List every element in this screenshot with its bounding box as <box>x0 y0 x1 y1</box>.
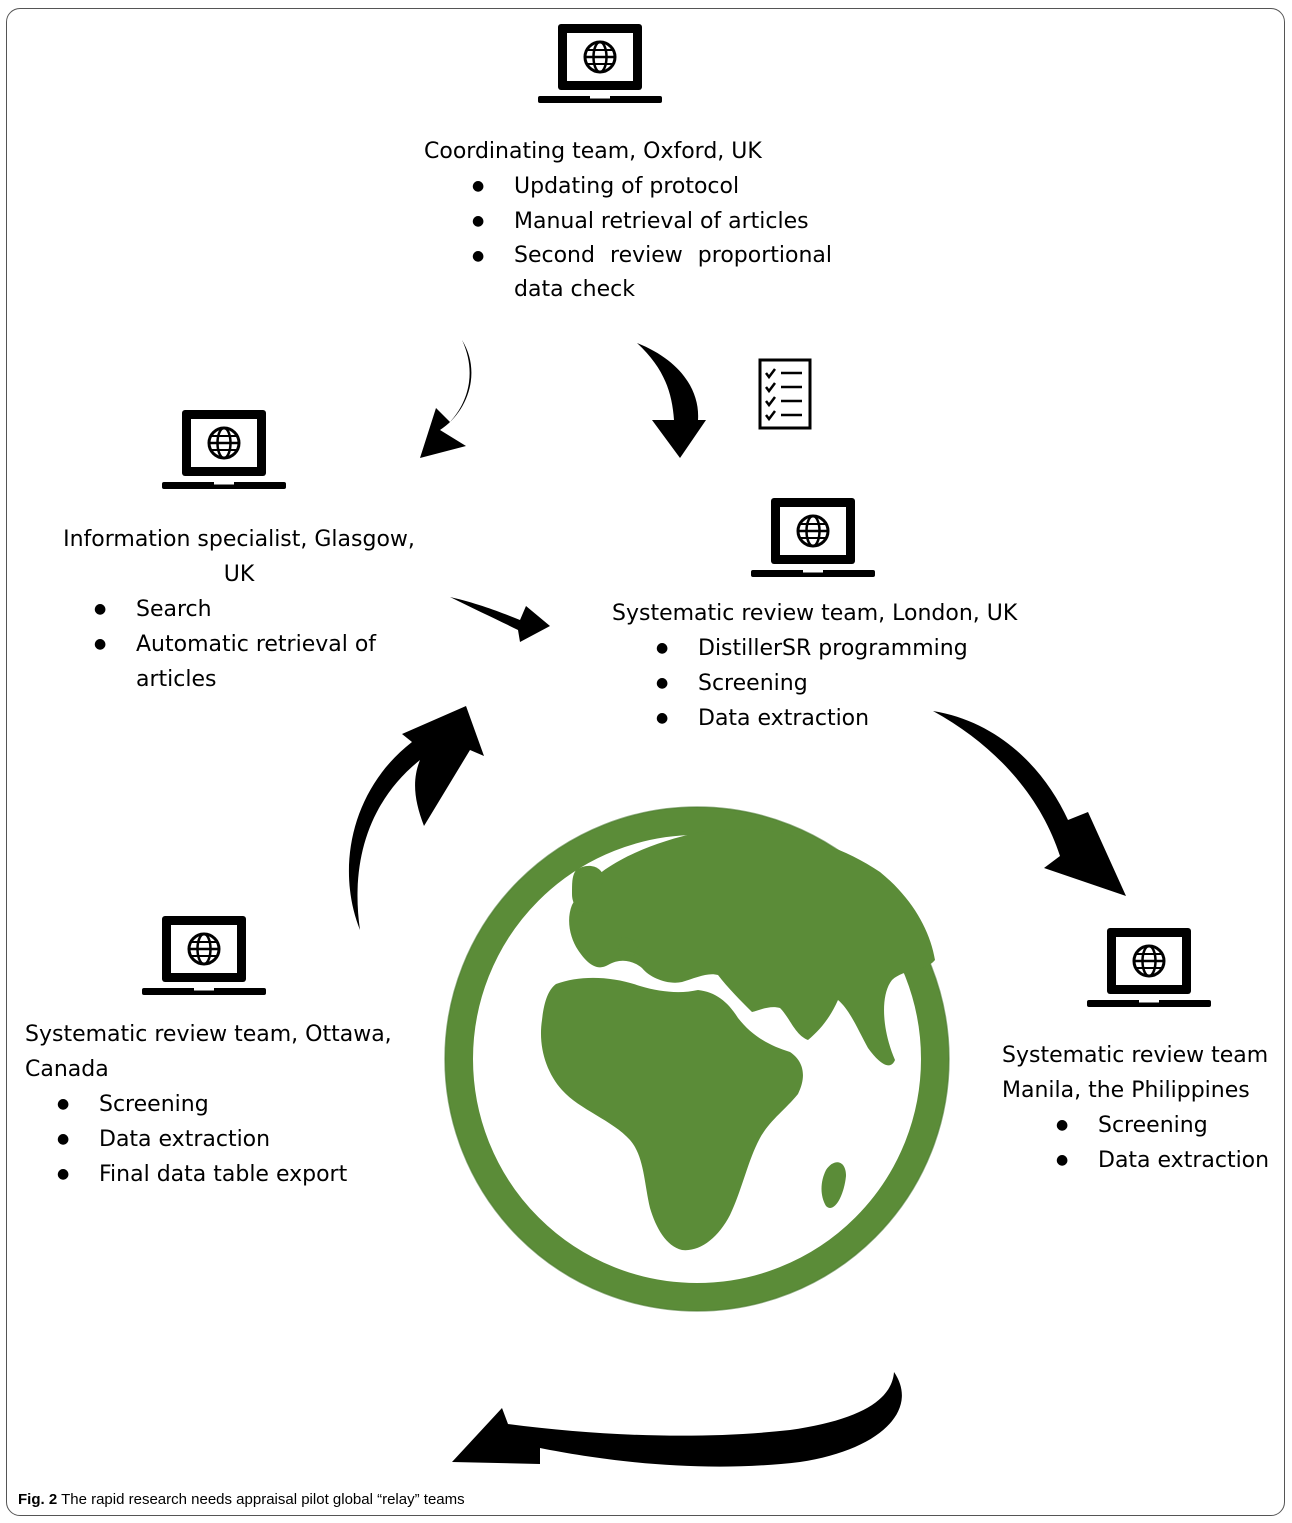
arrow-oxford-to-london <box>637 343 706 458</box>
list-item: Manual retrieval of articles <box>424 204 924 239</box>
laptop-globe-icon-london <box>749 496 877 579</box>
figure-caption-label: Fig. 2 <box>18 1491 58 1508</box>
team-glasgow-title: Information specialist, Glasgow, UK <box>63 527 415 587</box>
list-item: Data extraction <box>9 1122 425 1157</box>
team-london-list: DistillerSR programming Screening Data e… <box>608 631 1052 736</box>
team-ottawa-list: Screening Data extraction Final data tab… <box>9 1087 425 1192</box>
list-item: Screening <box>1008 1108 1282 1143</box>
team-glasgow: Information specialist, Glasgow, UK Sear… <box>50 522 430 697</box>
list-item: Second review proportional data check <box>424 239 832 307</box>
team-oxford-title: Coordinating team, Oxford, UK <box>424 139 762 164</box>
list-item: Screening <box>9 1087 425 1122</box>
team-manila: Systematic review team Manila, the Phili… <box>1002 1038 1282 1178</box>
team-ottawa: Systematic review team, Ottawa, Canada S… <box>25 1017 425 1192</box>
list-item: Search <box>46 592 430 627</box>
team-manila-title: Systematic review team Manila, the Phili… <box>1002 1043 1269 1103</box>
laptop-globe-icon-ottawa <box>140 914 268 997</box>
checklist-icon <box>758 358 812 430</box>
curved-arrows <box>348 340 1126 1467</box>
arrow-ottawa-to-glasgow <box>348 706 484 930</box>
list-item: Data extraction <box>1008 1143 1282 1178</box>
list-item: Automatic retrieval of articles <box>46 627 396 697</box>
figure-frame <box>6 8 1285 1516</box>
team-london-title: Systematic review team, London, UK <box>612 601 1018 626</box>
team-oxford-list: Updating of protocol Manual retrieval of… <box>424 169 924 307</box>
team-london: Systematic review team, London, UK Disti… <box>612 596 1052 736</box>
laptop-globe-icon-oxford <box>536 22 664 105</box>
figure-caption-text: The rapid research needs appraisal pilot… <box>61 1491 465 1508</box>
list-item: Data extraction <box>608 701 1052 736</box>
list-item: Final data table export <box>9 1157 425 1192</box>
list-item: DistillerSR programming <box>608 631 1052 666</box>
arrow-bottom-loop <box>452 1372 902 1467</box>
arrow-glasgow-to-london <box>450 597 550 642</box>
arrow-oxford-to-glasgow <box>420 340 472 458</box>
team-ottawa-title: Systematic review team, Ottawa, Canada <box>25 1022 392 1082</box>
globe-icon <box>444 806 950 1312</box>
figure-caption: Fig. 2 The rapid research needs appraisa… <box>18 1490 465 1510</box>
list-item: Screening <box>608 666 1052 701</box>
team-oxford: Coordinating team, Oxford, UK Updating o… <box>424 134 924 307</box>
laptop-globe-icon-manila <box>1085 926 1213 1009</box>
arrow-london-to-manila <box>933 711 1126 896</box>
list-item: Updating of protocol <box>424 169 924 204</box>
team-glasgow-list: Search Automatic retrieval of articles <box>46 592 430 697</box>
laptop-globe-icon-glasgow <box>160 408 288 491</box>
team-manila-list: Screening Data extraction <box>1008 1108 1282 1178</box>
